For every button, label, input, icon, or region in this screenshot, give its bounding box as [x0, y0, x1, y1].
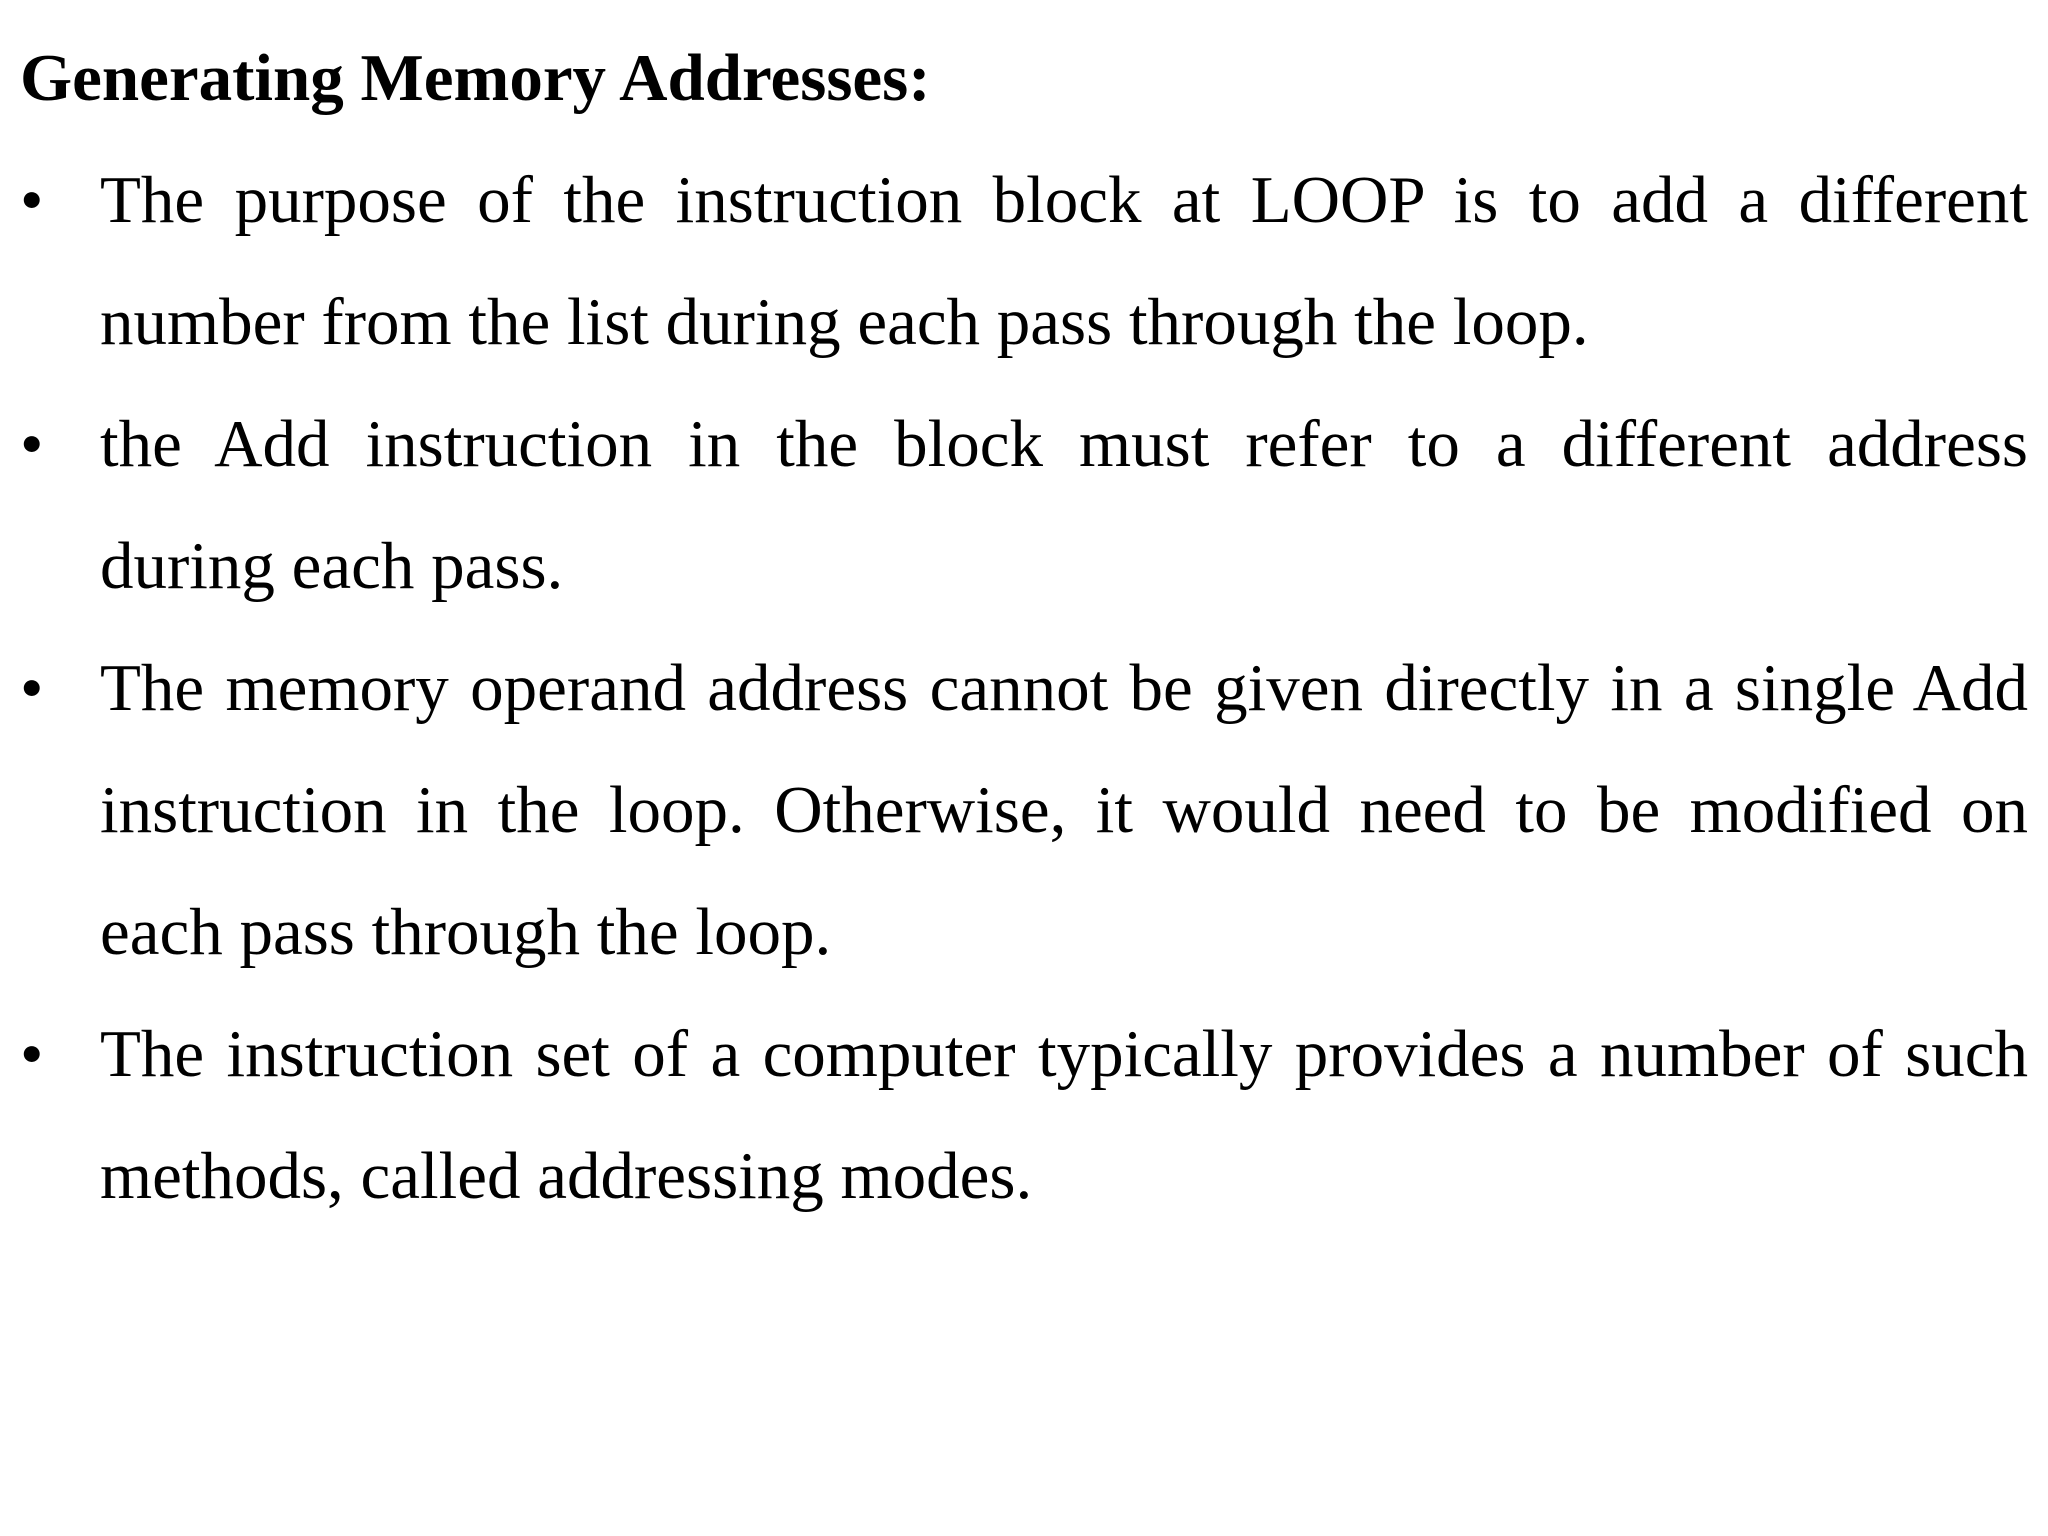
bullet-line: during each pass. [100, 529, 564, 603]
bullet-list: •The purpose of the instruction block at… [20, 139, 2028, 1237]
bullet-line: instruction in the loop. Otherwise, it w… [100, 773, 2028, 847]
bullet-marker-icon: • [20, 407, 44, 481]
bullet-line: •the Add instruction in the block must r… [20, 383, 2028, 505]
bullet-marker-icon: • [20, 1017, 44, 1091]
bullet-line: •The purpose of the instruction block at… [20, 139, 2028, 261]
bullet-line: •The memory operand address cannot be gi… [20, 627, 2028, 749]
bullet-line: •The instruction set of a computer typic… [20, 993, 2028, 1115]
bullet-line: number from the list during each pass th… [100, 285, 1589, 359]
bullet-marker-icon: • [20, 163, 44, 237]
bullet-line: methods, called addressing modes. [100, 1139, 1033, 1213]
page-title: Generating Memory Addresses: [20, 41, 931, 115]
bullet-line: each pass through the loop. [100, 895, 832, 969]
bullet-marker-icon: • [20, 651, 44, 725]
